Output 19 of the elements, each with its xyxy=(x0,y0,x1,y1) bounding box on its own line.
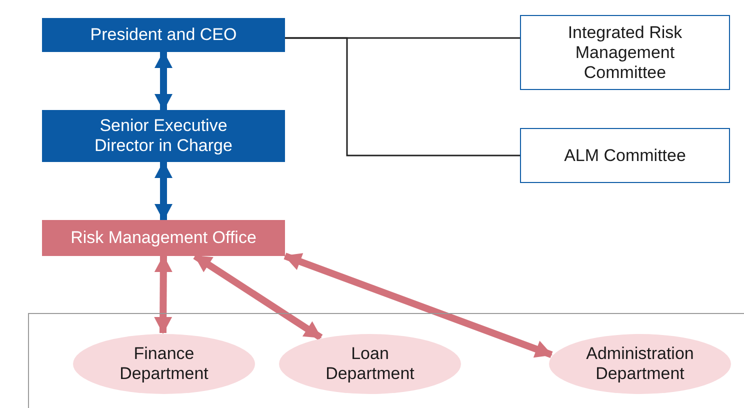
group-frame xyxy=(28,313,744,408)
committee-box xyxy=(520,128,730,183)
node-label: Integrated Risk Management Committee xyxy=(566,22,684,82)
double-arrow xyxy=(154,255,172,334)
role-box xyxy=(42,110,285,162)
node-label: President and CEO xyxy=(89,25,238,45)
node-label: Risk Management Office xyxy=(70,228,258,248)
node-label: Loan Department xyxy=(324,344,416,384)
node-label: Senior Executive Director in Charge xyxy=(94,116,234,156)
double-arrow xyxy=(154,51,172,111)
committee-box xyxy=(520,15,730,90)
office-box xyxy=(42,220,285,256)
connector-line xyxy=(285,37,520,156)
node-label: Finance Department xyxy=(118,344,210,384)
double-arrow xyxy=(284,252,553,358)
double-arrow xyxy=(154,161,172,221)
role-box xyxy=(42,18,285,52)
node-label: ALM Committee xyxy=(563,146,687,166)
node-label: Administration Department xyxy=(585,344,695,384)
